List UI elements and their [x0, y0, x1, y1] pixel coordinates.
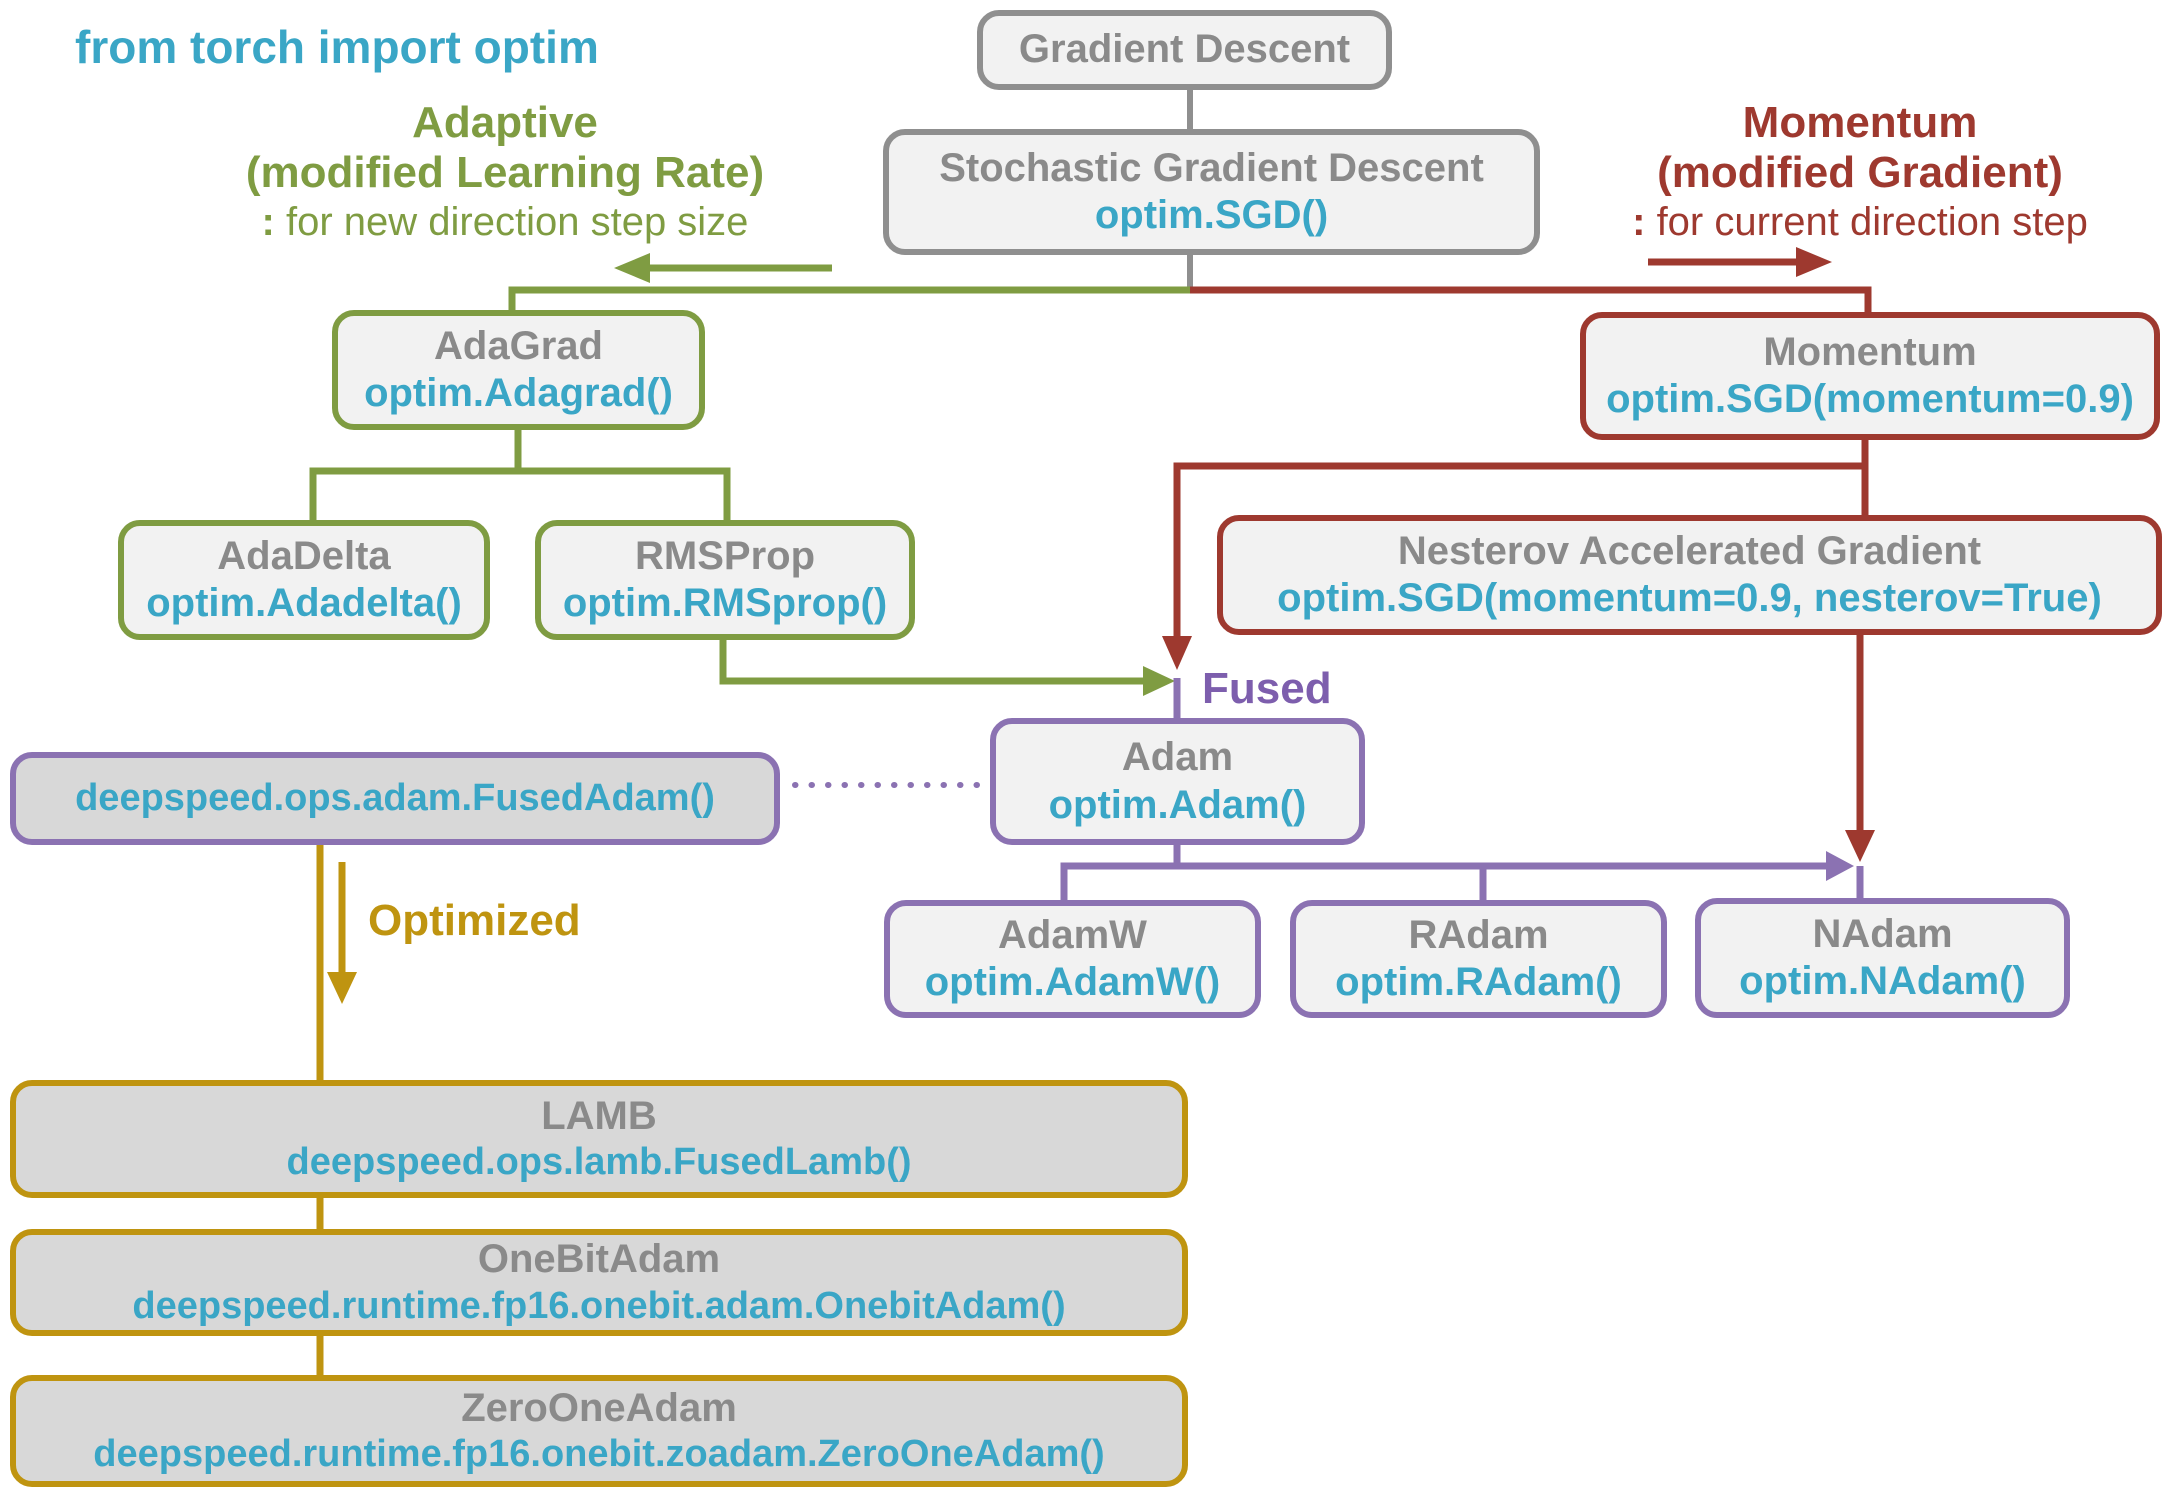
- edge-momentum-to-adam: [1173, 462, 1865, 636]
- adaptive-subtitle: (modified Learning Rate): [245, 148, 765, 198]
- edge-adagrad-splitter: [309, 467, 731, 522]
- node-rmsprop: RMSProp optim.RMSprop(): [535, 520, 915, 640]
- node-adagrad: AdaGrad optim.Adagrad(): [332, 310, 705, 430]
- optimized-label: Optimized: [368, 896, 581, 945]
- node-title: RAdam: [1408, 912, 1549, 957]
- node-code: optim.RAdam(): [1335, 960, 1622, 1004]
- node-code: deepspeed.runtime.fp16.onebit.adam.Onebi…: [132, 1284, 1066, 1327]
- edge-rmsprop-to-adam: [719, 640, 1143, 685]
- node-adamw: AdamW optim.AdamW(): [884, 900, 1261, 1018]
- node-code: optim.AdamW(): [924, 960, 1221, 1004]
- node-onebitadam: OneBitAdam deepspeed.runtime.fp16.onebit…: [10, 1229, 1188, 1336]
- node-nesterov: Nesterov Accelerated Gradient optim.SGD(…: [1217, 515, 2162, 635]
- arrowhead-red-to-adam: [1162, 636, 1192, 670]
- node-title: RMSProp: [635, 533, 815, 578]
- node-title: Momentum: [1763, 329, 1977, 374]
- arrowhead-green-to-adam: [1143, 666, 1175, 696]
- node-code: optim.SGD(): [1094, 193, 1329, 237]
- node-code: deepspeed.ops.adam.FusedAdam(): [75, 777, 715, 820]
- arrowhead-purple-to-nadam: [1826, 851, 1854, 881]
- node-title: OneBitAdam: [477, 1237, 721, 1282]
- momentum-annotation: Momentum (modified Gradient) : for curre…: [1560, 98, 2160, 246]
- node-title: ZeroOneAdam: [461, 1385, 737, 1430]
- node-title: Stochastic Gradient Descent: [939, 145, 1484, 190]
- node-code: optim.SGD(momentum=0.9): [1606, 377, 2134, 421]
- node-title: AdamW: [998, 912, 1147, 957]
- node-adadelta: AdaDelta optim.Adadelta(): [118, 520, 490, 640]
- edge-adam-splitter: [1060, 862, 1826, 900]
- node-code: optim.Adam(): [1048, 782, 1307, 827]
- node-title: LAMB: [541, 1093, 657, 1138]
- node-gradient-descent: Gradient Descent: [977, 10, 1392, 90]
- node-code: optim.NAdam(): [1739, 959, 2026, 1003]
- node-sgd: Stochastic Gradient Descent optim.SGD(): [883, 129, 1540, 255]
- node-code: deepspeed.ops.lamb.FusedLamb(): [286, 1141, 912, 1184]
- import-statement: from torch import optim: [75, 21, 599, 73]
- edge-split-right-red: [1190, 286, 1872, 316]
- adaptive-annotation: Adaptive (modified Learning Rate) : for …: [225, 98, 785, 246]
- node-radam: RAdam optim.RAdam(): [1290, 900, 1667, 1018]
- momentum-title: Momentum: [1742, 98, 1978, 147]
- node-title: Nesterov Accelerated Gradient: [1397, 528, 1982, 573]
- node-code: optim.Adagrad(): [364, 371, 673, 415]
- arrowhead-optimized-down: [327, 972, 357, 1004]
- momentum-subtitle: (modified Gradient): [1657, 148, 2063, 198]
- adaptive-note: : for new direction step size: [261, 200, 749, 245]
- node-momentum: Momentum optim.SGD(momentum=0.9): [1580, 312, 2160, 440]
- node-fused-adam: deepspeed.ops.adam.FusedAdam(): [10, 752, 780, 845]
- fused-label: Fused: [1202, 664, 1332, 713]
- node-code: optim.SGD(momentum=0.9, nesterov=True): [1277, 576, 2102, 620]
- node-code: optim.Adadelta(): [146, 581, 462, 625]
- adaptive-title: Adaptive: [412, 98, 598, 147]
- node-title: Adam: [1121, 735, 1234, 780]
- node-lamb: LAMB deepspeed.ops.lamb.FusedLamb(): [10, 1080, 1188, 1198]
- edge-split-left-green: [508, 286, 1193, 312]
- node-nadam: NAdam optim.NAdam(): [1695, 898, 2070, 1018]
- arrowhead-adaptive-left: [614, 253, 650, 283]
- node-title: AdaGrad: [434, 323, 603, 368]
- node-zerooneadam: ZeroOneAdam deepspeed.runtime.fp16.onebi…: [10, 1375, 1188, 1487]
- node-title: AdaDelta: [217, 533, 391, 578]
- node-title: Gradient Descent: [1018, 27, 1351, 72]
- arrowhead-red-to-nadam: [1845, 830, 1875, 862]
- node-code: deepspeed.runtime.fp16.onebit.zoadam.Zer…: [93, 1433, 1105, 1476]
- node-title: NAdam: [1812, 911, 1953, 956]
- arrowhead-momentum-right: [1796, 247, 1832, 277]
- node-code: optim.RMSprop(): [562, 581, 888, 625]
- node-adam: Adam optim.Adam(): [990, 718, 1365, 845]
- momentum-note: : for current direction step: [1632, 200, 2088, 245]
